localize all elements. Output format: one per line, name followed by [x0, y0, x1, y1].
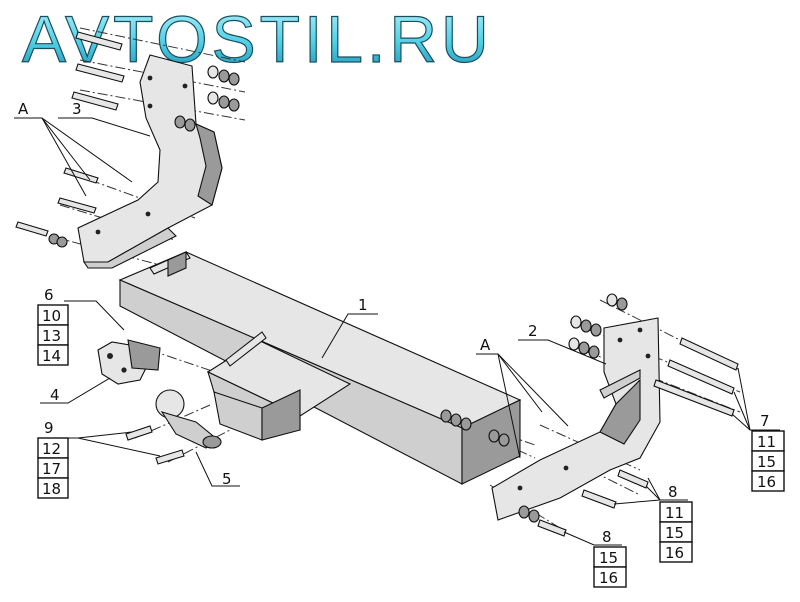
callout-4: 4 [50, 386, 60, 404]
callout-16-c: 16 [599, 569, 618, 587]
tow-ball-part-5 [155, 389, 222, 449]
bracket-right-part-2 [491, 317, 661, 521]
callout-15: 15 [757, 453, 776, 471]
callout-15-b: 15 [665, 524, 684, 542]
callout-13: 13 [42, 327, 61, 345]
callout-11: 11 [757, 433, 776, 451]
bolts-group-9 [125, 425, 185, 465]
callout-18: 18 [42, 480, 61, 498]
callout-16: 16 [757, 473, 776, 491]
callout-labels: A 3 1 4 5 A 2 [18, 100, 538, 488]
ball-mount [206, 331, 352, 441]
callout-16-b: 16 [665, 544, 684, 562]
bolts-right [537, 337, 739, 537]
callout-9: 9 [44, 419, 54, 437]
callout-a-left: A [18, 100, 29, 118]
callout-1: 1 [358, 296, 368, 314]
callout-10: 10 [42, 307, 61, 325]
callout-a-right: A [480, 336, 491, 354]
callout-12: 12 [42, 440, 61, 458]
callout-group-9: 9 12 17 18 [37, 419, 69, 499]
callout-8-upper: 8 [668, 483, 678, 501]
bracket-left-part-3 [77, 54, 223, 269]
callout-6: 6 [44, 286, 54, 304]
crossbeam-part-1 [118, 251, 522, 485]
callout-17: 17 [42, 460, 61, 478]
callout-group-7: 7 11 15 16 [751, 412, 785, 492]
callout-11-b: 11 [665, 504, 684, 522]
callout-8-lower: 8 [602, 528, 612, 546]
bolts-top-left [15, 31, 125, 248]
callout-group-6: 6 10 13 14 [37, 286, 69, 366]
callout-2: 2 [528, 322, 538, 340]
leader-lines [14, 117, 780, 546]
callout-7: 7 [760, 412, 770, 430]
callout-group-8-upper: 8 11 15 16 [659, 483, 693, 563]
callout-3: 3 [72, 100, 82, 118]
callout-group-8-lower: 8 15 16 [593, 528, 627, 588]
callout-14: 14 [42, 347, 61, 365]
callout-5: 5 [222, 470, 232, 488]
nuts-washers-right [440, 293, 628, 523]
callout-15-c: 15 [599, 549, 618, 567]
socket-plate-part-4 [97, 339, 161, 385]
